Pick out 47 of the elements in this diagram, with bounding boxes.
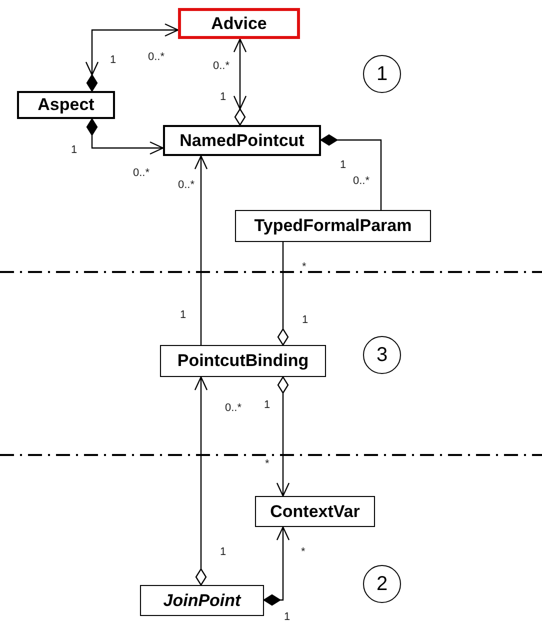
class-name: Aspect (38, 95, 94, 115)
multiplicity-label: * (302, 261, 306, 273)
multiplicity-label: 0..* (133, 167, 150, 179)
class-name: NamedPointcut (180, 130, 304, 150)
class-box (17, 91, 115, 119)
class-name: TypedFormalParam (254, 216, 412, 236)
class-box (160, 345, 326, 377)
class-name: ContextVar (270, 502, 360, 522)
association-line (263, 526, 290, 606)
multiplicity-label: 0..* (148, 51, 165, 63)
numbered-circle (363, 336, 401, 374)
multiplicity-label: 1 (284, 611, 290, 623)
class-box (163, 125, 321, 156)
circle-number: 2 (376, 572, 388, 596)
multiplicity-label: 1 (110, 54, 116, 66)
association-line (85, 23, 179, 92)
class-box (178, 8, 300, 39)
multiplicity-label: 0..* (353, 175, 370, 187)
numbered-circle (363, 55, 401, 93)
multiplicity-label: 1 (340, 159, 346, 171)
class-name: PointcutBinding (177, 351, 309, 371)
multiplicity-label: 1 (71, 144, 78, 156)
multiplicity-label: 1 (220, 91, 226, 103)
multiplicity-label: * (265, 458, 270, 470)
association-line (86, 118, 164, 155)
circle-number: 1 (376, 62, 388, 86)
class-name: Advice (211, 14, 267, 34)
arrow (194, 155, 208, 345)
association-line (233, 38, 247, 126)
association-line (276, 376, 290, 497)
class-box (255, 496, 375, 527)
class-name: JoinPoint (163, 590, 241, 610)
class-box (140, 585, 264, 616)
class-box (235, 210, 431, 242)
multiplicity-label: 1 (302, 314, 308, 326)
association-line (277, 242, 289, 346)
association-line (320, 134, 382, 210)
multiplicity-label: 1 (180, 309, 186, 321)
association-line (194, 376, 208, 586)
numbered-circle (363, 565, 401, 603)
multiplicity-label: 1 (264, 399, 270, 411)
circle-number: 3 (376, 344, 388, 366)
multiplicity-label: 0..* (178, 179, 195, 191)
multiplicity-label: 1 (220, 546, 226, 558)
multiplicity-label: 0..* (213, 60, 230, 72)
multiplicity-label: 0..* (225, 402, 242, 414)
multiplicity-label: * (301, 546, 306, 558)
